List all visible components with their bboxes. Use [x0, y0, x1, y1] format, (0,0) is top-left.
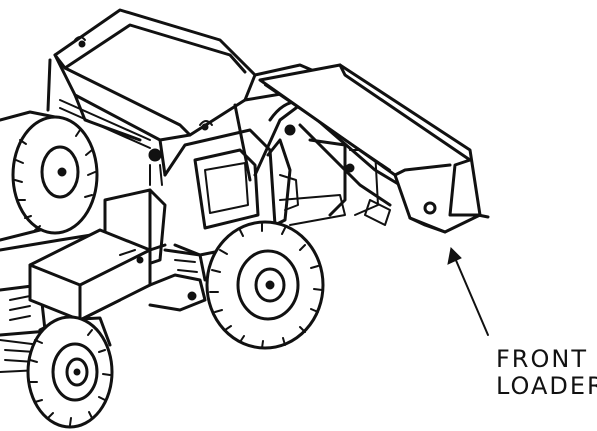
rear-wheel	[11, 115, 99, 235]
front-left-wheel	[26, 315, 114, 429]
callout-arrowhead	[447, 246, 462, 265]
callout-leader-line	[454, 257, 489, 336]
callout-label-line2: LOADER	[496, 372, 597, 400]
loader-bucket	[258, 63, 490, 234]
callout: FRONT LOADER	[447, 246, 597, 400]
front-right-wheel	[205, 220, 325, 350]
cab-body	[148, 128, 299, 257]
callout-label-line1: FRONT	[496, 345, 588, 373]
